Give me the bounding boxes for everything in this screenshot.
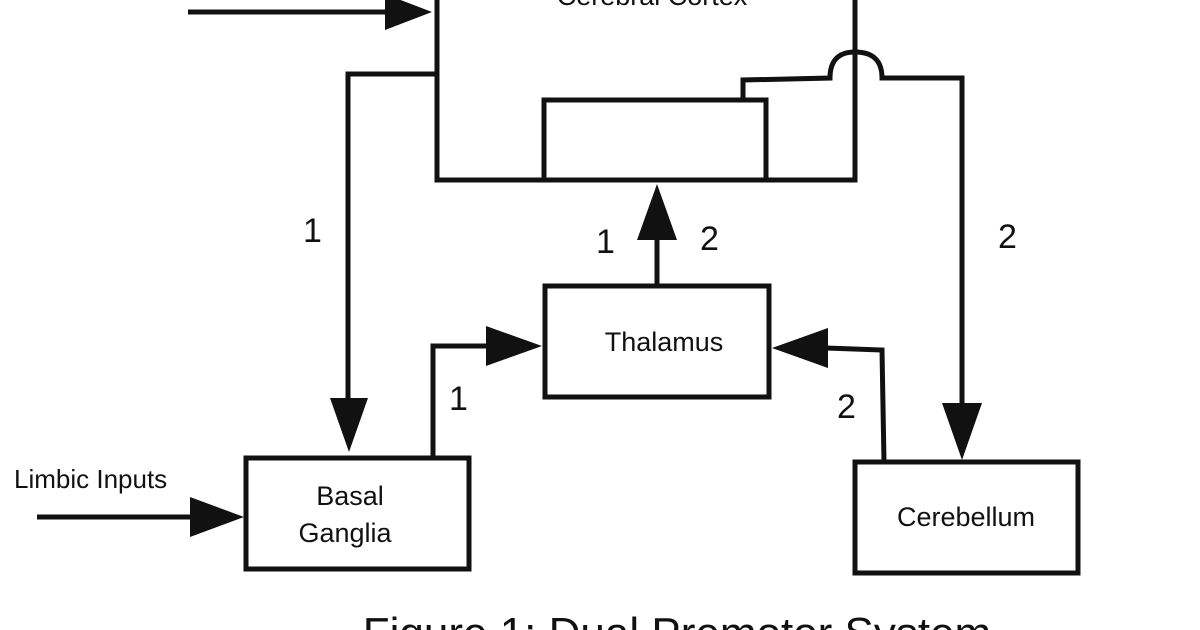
thalamus-to-cortex-arrow (637, 184, 677, 285)
cerebellum-label: Cerebellum (897, 502, 1035, 532)
cortex-inner-box (541, 97, 769, 183)
basal-ganglia-label-line2: Ganglia (298, 518, 392, 548)
cortex-to-basal-ganglia-label: 1 (303, 212, 322, 250)
limbic-inputs-arrow (37, 497, 244, 537)
thalamus-to-cortex-label-1: 1 (596, 223, 615, 261)
thalamus-label: Thalamus (605, 327, 724, 357)
cerebellum-box (852, 459, 1081, 576)
cortex-to-basal-ganglia-arrow (330, 71, 437, 452)
cerebellum-to-thalamus-label: 2 (837, 388, 856, 426)
thalamus-box (542, 283, 772, 400)
thalamus-node: Thalamus (542, 283, 772, 400)
basal-ganglia-node: Basal Ganglia (243, 455, 472, 572)
cerebral-cortex-label: Cerebral Cortex (557, 0, 748, 11)
basal-ganglia-to-thalamus-label: 1 (449, 380, 468, 418)
basal-ganglia-box (243, 455, 472, 572)
limbic-inputs-label: Limbic Inputs (14, 464, 167, 494)
basal-ganglia-to-thalamus-arrow (430, 326, 542, 458)
figure-caption: Figure 1: Dual Premotor System (363, 609, 991, 630)
cortex-to-cerebellum-label: 2 (998, 218, 1017, 256)
thalamus-to-cortex-label-2: 2 (700, 220, 719, 258)
cerebellum-to-thalamus-arrow (772, 328, 887, 463)
cortex-to-cerebellum-arrow (740, 49, 982, 460)
basal-ganglia-label-line1: Basal (316, 481, 384, 511)
cortex-input-arrow (188, 0, 432, 30)
cerebellum-node: Cerebellum (852, 459, 1081, 576)
